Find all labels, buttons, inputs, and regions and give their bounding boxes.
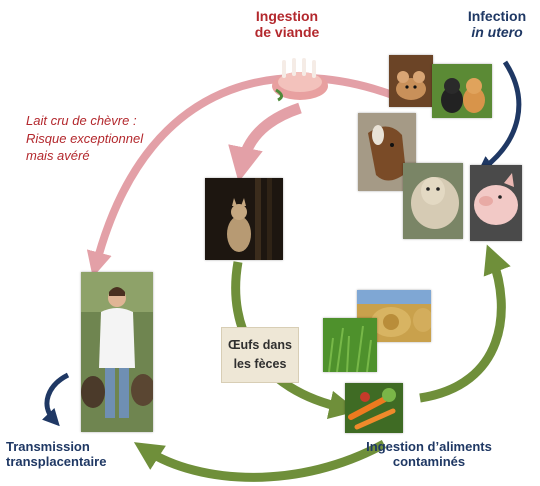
label-transmission-line1: Transmission	[6, 439, 90, 454]
arrow-lait-cru	[86, 74, 397, 278]
hay-bales-image	[357, 290, 431, 342]
label-lait-line3: mais avéré	[26, 148, 90, 164]
arrow-infection-in-utero	[477, 60, 522, 174]
label-oeufs-line1: Œufs dans	[228, 338, 292, 353]
meat-image	[268, 54, 332, 104]
label-ingestion-viande: Ingestion de viande	[232, 8, 342, 40]
label-ingestion-aliments: Ingestion d’aliments contaminés	[344, 439, 514, 470]
label-lait-cru: Lait cru de chèvre : Risque exceptionnel…	[26, 112, 186, 165]
label-transmission-line2: transplacentaire	[6, 453, 107, 469]
arrow-food-to-person	[133, 440, 387, 482]
label-lait-line2: Risque exceptionnel	[26, 130, 144, 146]
arrow-food-to-animals	[419, 244, 511, 403]
label-infection-line2: in utero	[471, 24, 523, 41]
arrow-ingestion-viande	[228, 102, 302, 183]
sheep-image	[403, 163, 463, 239]
label-oeufs-line2: les fèces	[233, 357, 287, 371]
label-lait-line1: Lait cru de chèvre :	[26, 113, 137, 128]
cat-image	[205, 178, 283, 260]
person-image	[81, 272, 153, 432]
mouse-image	[389, 55, 433, 107]
kittens-image	[432, 64, 492, 118]
arrow-transmission-transplacentaire	[41, 372, 70, 427]
label-oeufs-feces: Œufs dans les fèces	[221, 327, 299, 383]
pig-image	[470, 165, 522, 241]
label-infection-in-utero: Infection in utero	[462, 8, 532, 40]
label-ingestion-viande-line2: de viande	[254, 24, 320, 41]
label-transmission-transplacentaire: Transmission transplacentaire	[6, 439, 126, 470]
label-ingestion-aliments-line1: Ingestion d’aliments	[366, 439, 492, 454]
vegetables-image	[345, 383, 403, 433]
label-ingestion-aliments-line2: contaminés	[392, 453, 466, 469]
label-ingestion-viande-line1: Ingestion	[255, 8, 319, 24]
label-infection-line1: Infection	[467, 8, 527, 24]
grass-image	[323, 318, 377, 372]
